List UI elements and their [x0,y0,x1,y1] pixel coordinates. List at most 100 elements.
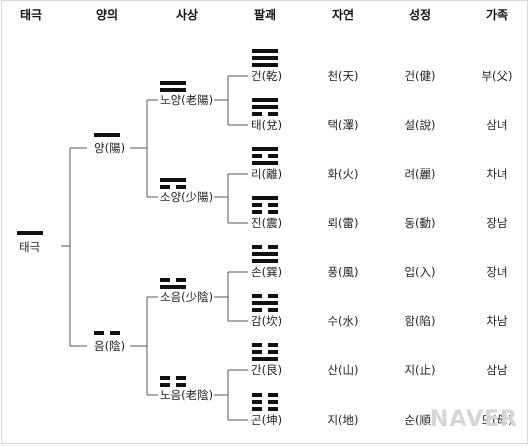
trigram-symbol-6-yin-line [268,343,278,347]
sasang-symbol-2-yin-line [176,278,186,282]
seongjeong-cell: 건(健) [404,69,436,83]
gajok-cell: 차남 [486,314,508,328]
trigram-symbol-5-yin-line [252,308,262,312]
header-gajok: 가족 [485,8,509,22]
trigram-label: 건(乾) [251,69,283,83]
trigram-symbol-7-yin-line [252,400,262,404]
jayeon-cell: 수(水) [327,314,359,328]
seongjeong-cell: 설(說) [404,118,436,132]
seongjeong-cell: 입(入) [404,265,436,279]
header-yangui: 양의 [95,8,119,22]
trigram-label: 손(巽) [251,265,283,279]
gajok-cell: 삼녀 [486,118,508,132]
gajok-cell: 모(母) [481,413,513,427]
trigram-symbol-3-yin-line [268,203,278,207]
trigram-label: 곤(坤) [251,413,283,427]
jayeon-cell: 풍(風) [327,265,359,279]
trigram-label: 감(坎) [251,314,283,328]
sasang-label: 노음(老陰) [160,388,214,402]
yangui-label: 음(陰) [94,339,126,353]
sasang-symbol-3-yin-line [176,383,186,387]
trigram-symbol-1-yin-line [252,112,262,116]
header-seongjeong: 성정 [408,8,432,22]
sasang-symbol-2-yin-line [160,278,170,282]
sasang-symbol-1-yin-line [176,185,186,189]
yangui-symbol-1-yin-line [94,331,104,335]
trigram-symbol-0-yang-line [252,63,278,67]
gajok-cell: 차녀 [486,167,508,181]
header-sasang: 사상 [175,8,199,22]
jayeon-cell: 화(火) [327,167,359,181]
jayeon-cell: 천(天) [327,69,359,83]
gajok-cell: 장녀 [486,265,508,279]
seongjeong-cell: 지(止) [404,363,436,377]
sasang-label: 소양(少陽) [160,190,214,204]
gajok-cell: 장남 [486,216,508,230]
trigram-symbol-2-yin-line [252,154,262,158]
trigram-symbol-3-yang-line [252,196,278,200]
yangui-symbol-1-yin-line [110,331,120,335]
sasang-symbol-3-yin-line [160,376,170,380]
jayeon-cell: 택(澤) [327,118,359,132]
sasang-symbol-3-yin-line [176,376,186,380]
trigram-symbol-5-yin-line [252,294,262,298]
naver-watermark: NAVER [430,407,518,432]
trigram-symbol-4-yin-line [268,245,278,249]
seongjeong-cell: 함(陷) [404,314,436,328]
trigram-symbol-1-yang-line [252,105,278,109]
header-jayeon: 자연 [331,8,355,22]
trigram-symbol-3-yin-line [268,210,278,214]
trigram-symbol-3-yin-line [252,210,262,214]
root-label: 태극 [19,240,41,254]
jayeon-cell: 산(山) [327,363,359,377]
trigram-symbol-4-yang-line [252,252,278,256]
trigram-symbol-6-yang-line [252,357,278,361]
trigram-symbol-6-yin-line [252,343,262,347]
trigram-symbol-3-yin-line [252,203,262,207]
jayeon-cell: 뢰(雷) [327,216,359,230]
trigram-label: 진(震) [251,216,283,230]
trigram-symbol-2-yin-line [268,154,278,158]
trigram-symbol-1-yin-line [268,112,278,116]
sasang-symbol-1-yin-line [160,185,170,189]
trigram-label: 태(兌) [251,118,283,132]
sasang-symbol-0-yang-line [160,88,186,92]
trigram-symbol-7-yin-line [268,407,278,411]
trigram-symbol-2-yang-line [252,161,278,165]
sasang-symbol-3-yin-line [160,383,170,387]
sasang-label: 소음(少陰) [160,290,214,304]
header-palgwae: 팔괘 [253,8,277,22]
header-taegeuk: 태극 [19,8,43,22]
seongjeong-cell: 려(麗) [404,167,436,181]
trigram-symbol-7-yin-line [268,400,278,404]
sasang-symbol-2-yang-line [160,285,186,289]
trigram-symbol-5-yin-line [268,308,278,312]
trigram-symbol-0-yang-line [252,56,278,60]
trigram-symbol-1-yang-line [252,98,278,102]
gajok-cell: 삼남 [486,363,508,377]
trigram-symbol-2-yang-line [252,147,278,151]
trigram-symbol-7-yin-line [252,407,262,411]
seongjeong-cell: 순(順) [404,413,436,427]
trigram-label: 간(艮) [251,363,283,377]
root-symbol-yang-line [17,231,43,235]
trigram-symbol-7-yin-line [252,393,262,397]
trigram-symbol-6-yin-line [268,350,278,354]
trigram-symbol-5-yin-line [268,294,278,298]
trigram-symbol-6-yin-line [252,350,262,354]
yangui-label: 양(陽) [94,141,126,155]
jayeon-cell: 지(地) [327,413,359,427]
sasang-symbol-0-yang-line [160,81,186,85]
sasang-label: 노양(老陽) [160,93,214,107]
seongjeong-cell: 동(動) [404,216,436,230]
gajok-cell: 부(父) [481,69,513,83]
sasang-symbol-1-yang-line [160,178,186,182]
yangui-symbol-0-yang-line [94,133,120,137]
trigram-symbol-4-yang-line [252,259,278,263]
trigram-label: 리(離) [251,167,283,181]
trigram-symbol-4-yin-line [252,245,262,249]
trigram-symbol-5-yang-line [252,301,278,305]
trigram-symbol-0-yang-line [252,49,278,53]
